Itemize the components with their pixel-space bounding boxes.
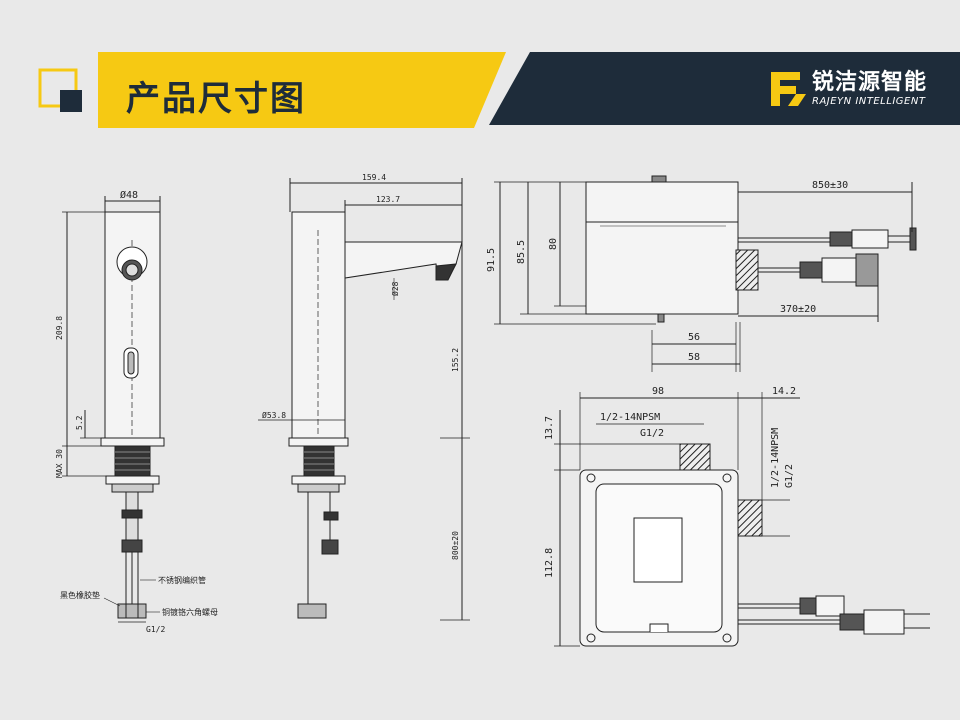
side-hose-length: 800±20 <box>451 531 460 560</box>
box-front-width: 98 <box>652 386 664 397</box>
side-body-height: 155.2 <box>451 348 460 372</box>
control-box-top-view <box>494 175 917 372</box>
box-height: 80 <box>548 238 559 250</box>
brand-logo-icon <box>771 72 806 106</box>
cable-lower-length: 370±20 <box>780 304 816 315</box>
hose-label: 不锈钢编织管 <box>158 575 206 585</box>
box-front-height: 112.8 <box>544 548 555 578</box>
faucet-front-view <box>62 196 165 623</box>
top-inlet-sub: G1/2 <box>640 428 664 439</box>
front-max-dim: MAX 30 <box>55 449 64 478</box>
side-inlet-label: 1/2-14NPSM <box>770 428 781 488</box>
faucet-side-view <box>258 178 470 621</box>
front-width-dim: Ø48 <box>120 189 138 201</box>
control-box-front-view <box>554 392 930 647</box>
box-inner-width: 56 <box>688 332 700 343</box>
page-title: 产品尺寸图 <box>126 79 306 119</box>
box-total-height: 91.5 <box>486 248 497 272</box>
box-side-offset: 14.2 <box>772 386 796 397</box>
title-square-icon <box>38 68 82 112</box>
side-inlet-sub: G1/2 <box>784 464 795 488</box>
side-base-diameter: Ø53.8 <box>262 410 286 420</box>
brand-name: 锐洁源智能 <box>812 70 928 95</box>
gasket-label: 黑色橡胶垫 <box>60 590 100 600</box>
box-top-offset: 13.7 <box>544 416 555 440</box>
front-thread-dim: 5.2 <box>75 415 84 430</box>
front-thread-size: G1/2 <box>146 625 165 634</box>
side-spout-diameter: Ø28 <box>390 281 400 296</box>
navy-brand-band <box>489 52 960 125</box>
yellow-title-band <box>98 52 506 128</box>
header-band <box>38 52 960 128</box>
side-spout-length: 123.7 <box>376 195 400 204</box>
side-total-length: 159.4 <box>362 173 386 182</box>
top-inlet-label: 1/2-14NPSM <box>600 412 660 423</box>
brand-subtitle: RAJEYN INTELLIGENT <box>812 96 926 107</box>
cable-upper-length: 850±30 <box>812 180 848 191</box>
box-mid-height: 85.5 <box>516 240 527 264</box>
box-outer-width: 58 <box>688 352 700 363</box>
nut-label: 铜镀铬六角螺母 <box>162 607 218 617</box>
front-height-dim: 209.8 <box>55 316 64 340</box>
